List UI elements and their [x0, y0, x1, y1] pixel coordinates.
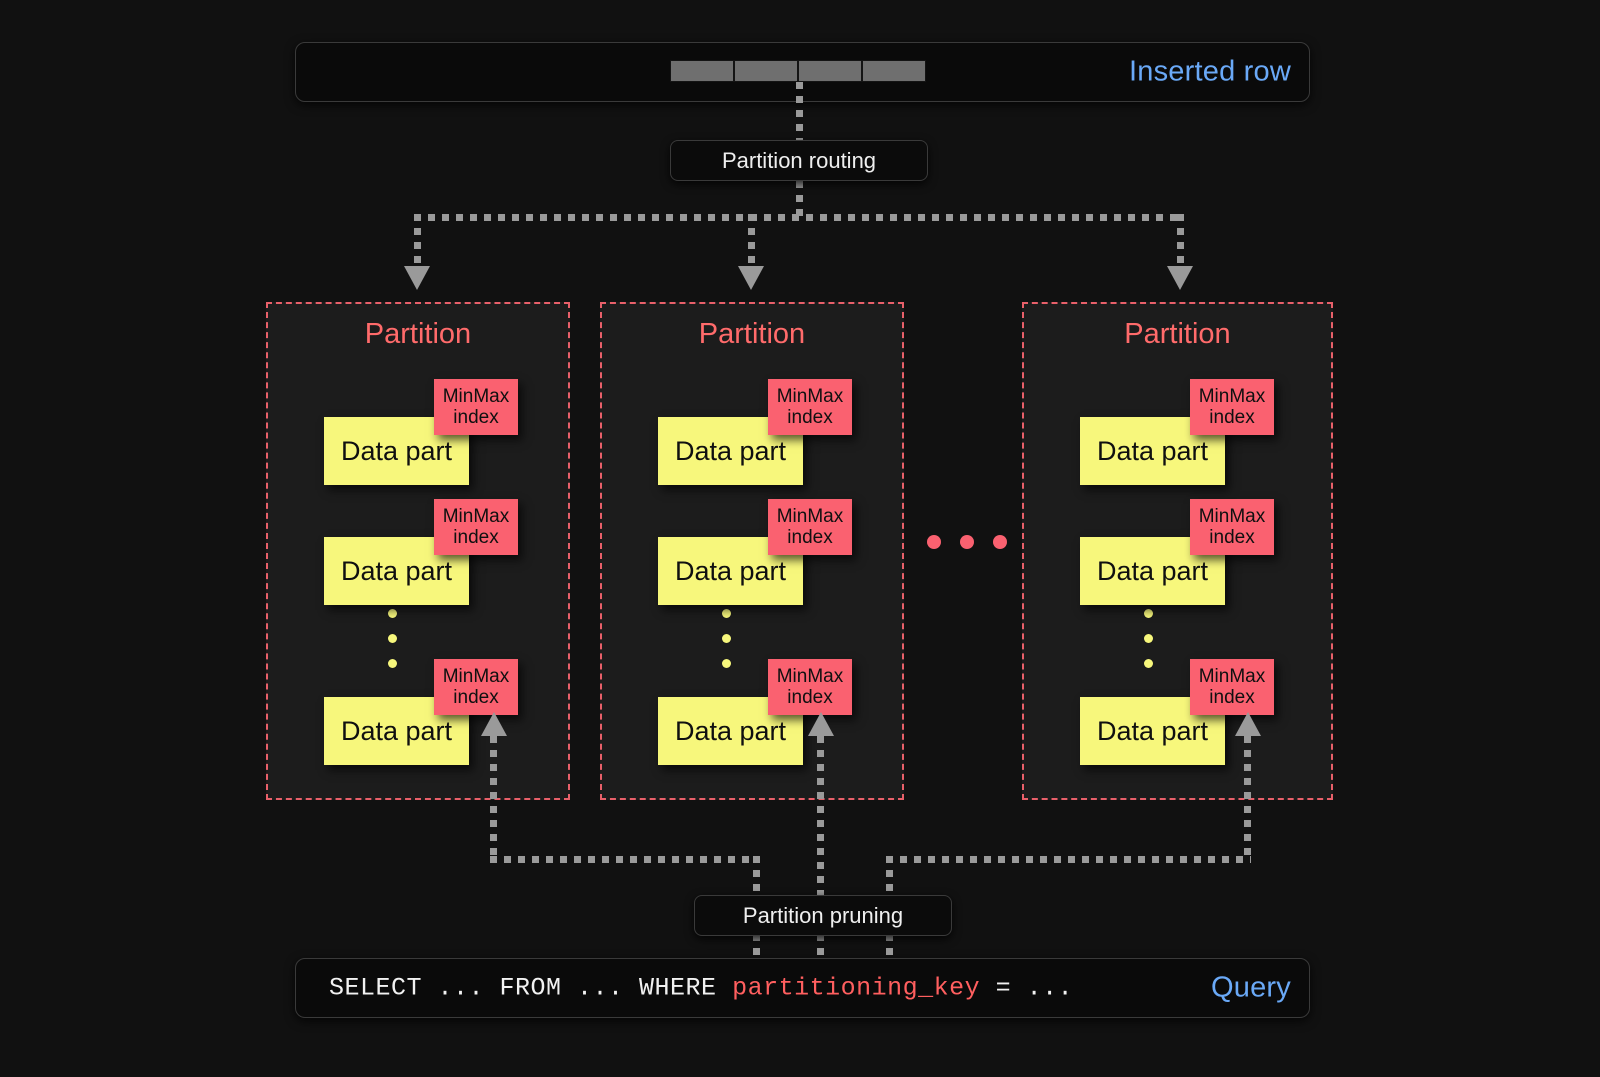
arrow-into-partition-1-icon — [404, 266, 430, 290]
connector-partition-3-to-pruning-h — [886, 856, 1251, 863]
minmax-line-2: index — [1209, 527, 1255, 548]
inserted-row-label: Inserted row — [1129, 55, 1291, 88]
connector-bus-to-partition-1 — [414, 214, 421, 270]
connector-partition-1-to-pruning-v — [490, 736, 497, 859]
minmax-line-2: index — [787, 687, 833, 708]
connector-partition-1-to-pruning-h — [490, 856, 760, 863]
minmax-line-2: index — [787, 407, 833, 428]
connector-row-to-routing — [796, 82, 803, 140]
connector-pruning-in-1 — [753, 856, 760, 898]
minmax-line-2: index — [787, 527, 833, 548]
minmax-line-1: MinMax — [1198, 505, 1266, 527]
minmax-line-1: MinMax — [776, 505, 844, 527]
arrow-into-partition-3-query-icon — [1235, 712, 1261, 736]
row-cell — [862, 60, 926, 82]
minmax-line-1: MinMax — [776, 385, 844, 407]
inserted-row-cells — [670, 60, 926, 82]
partition-3-title: Partition — [1124, 318, 1231, 350]
minmax-line-2: index — [453, 687, 499, 708]
partition-3-vertical-ellipsis — [1144, 609, 1153, 684]
arrow-into-partition-1-query-icon — [481, 712, 507, 736]
connector-routing-to-bus — [796, 181, 803, 216]
partition-routing-box: Partition routing — [670, 140, 928, 181]
row-cell — [734, 60, 798, 82]
query-bar: SELECT ... FROM ... WHERE partitioning_k… — [295, 958, 1310, 1018]
partition-routing-label: Partition routing — [721, 147, 877, 173]
minmax-line-1: MinMax — [442, 665, 510, 687]
query-prefix: SELECT ... FROM ... WHERE — [329, 973, 733, 1003]
query-partitioning-key: partitioning_key — [732, 973, 981, 1003]
partitions-horizontal-ellipsis — [927, 535, 1007, 549]
minmax-line-2: index — [453, 407, 499, 428]
row-cell — [670, 60, 734, 82]
partition-pruning-label: Partition pruning — [742, 902, 904, 928]
partition-1-title: Partition — [364, 318, 472, 350]
query-label: Query — [1211, 971, 1291, 1004]
connector-pruning-to-query-1 — [753, 934, 760, 960]
minmax-line-2: index — [1209, 407, 1255, 428]
connector-partition-3-to-pruning-v — [1244, 736, 1251, 859]
minmax-line-1: MinMax — [1198, 665, 1266, 687]
connector-pruning-in-3 — [886, 856, 893, 898]
partition-2-title: Partition — [698, 318, 806, 350]
minmax-line-1: MinMax — [1198, 385, 1266, 407]
query-suffix: = ... — [980, 973, 1074, 1003]
connector-partition-2-to-pruning — [817, 736, 824, 898]
connector-pruning-to-query-3 — [886, 934, 893, 960]
minmax-line-2: index — [1209, 687, 1255, 708]
connector-pruning-to-query-2 — [817, 934, 824, 960]
minmax-line-1: MinMax — [442, 385, 510, 407]
arrow-into-partition-2-icon — [738, 266, 764, 290]
arrow-into-partition-2-query-icon — [808, 712, 834, 736]
partition-2-vertical-ellipsis — [722, 609, 731, 684]
query-sql-text: SELECT ... FROM ... WHERE partitioning_k… — [329, 974, 1073, 1003]
minmax-line-1: MinMax — [442, 505, 510, 527]
connector-bus-to-partition-3 — [1177, 214, 1184, 270]
partition-pruning-box: Partition pruning — [694, 895, 952, 936]
routing-bus — [414, 214, 1184, 221]
minmax-line-1: MinMax — [776, 665, 844, 687]
connector-bus-to-partition-2 — [748, 214, 755, 270]
partition-1-vertical-ellipsis — [388, 609, 397, 684]
row-cell — [798, 60, 862, 82]
arrow-into-partition-3-icon — [1167, 266, 1193, 290]
data-part-box: Data part — [324, 417, 469, 485]
minmax-line-2: index — [453, 527, 499, 548]
